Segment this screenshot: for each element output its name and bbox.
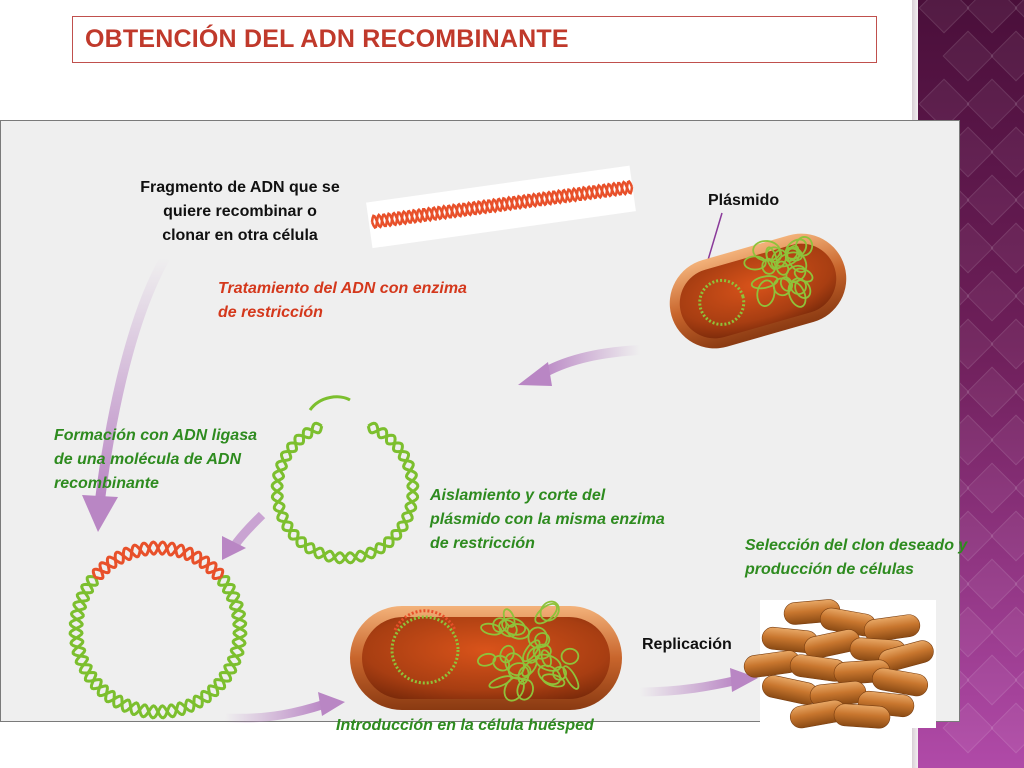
chromosome-loop [772,277,792,297]
chromosome-loop [532,643,552,660]
colony-cell [863,614,921,642]
label-replication: Replicación [642,636,732,653]
colony-cell [871,667,929,697]
title-box: OBTENCIÓN DEL ADN RECOMBINANTE [72,16,877,63]
host-bacterium [350,600,622,710]
dna-fragment-helix [366,165,636,249]
chromosome-loop [488,675,513,689]
recombinant-plasmid [68,540,248,720]
chromosome-loop [539,600,560,622]
cut-plasmid [270,395,420,565]
label-ligase: Formación con ADN ligasa de una molécula… [54,427,257,492]
label-fragment: Fragmento de ADN que se quiere recombina… [140,179,340,244]
label-selection: Selección del clon deseado y producción … [745,537,968,578]
arrow-cut-to-recombinant [222,511,266,560]
chromosome-loop [743,255,767,271]
chromosome-loop [552,666,567,681]
chromosome-loop [503,676,525,702]
chromosome-loop [477,652,497,667]
arrow-host-to-colonies [639,668,758,697]
chromosome-loop [750,275,779,290]
chromosome-loop [756,279,776,307]
chromosome-loop [562,665,580,690]
chromosome-loop [540,649,552,668]
slide-title: OBTENCIÓN DEL ADN RECOMBINANTE [85,25,569,53]
chromosome-loop [560,647,580,665]
chromosome-loop [522,639,541,663]
chromosome-loop [787,281,807,308]
chromosome-loop [541,673,566,688]
colony-cell [833,703,891,729]
label-introduction: Introducción en la célula huésped [336,717,594,734]
bacterium-with-plasmid [669,233,847,349]
chromosome-loop [492,617,508,633]
chromosome-loop [498,619,518,638]
label-isolation: Aislamiento y corte del plásmido con la … [430,487,665,552]
bacterial-colonies [743,599,934,729]
chromosome-loop [784,238,808,260]
chromosome-loop [770,249,788,270]
chromosome-loop [793,267,814,283]
chromosome-loop [492,654,510,672]
label-plasmid: Plásmido [708,192,780,209]
chromosome-loop [501,617,527,636]
chromosome-loop [521,659,538,677]
arrow-plasmid-to-isolation [518,345,641,386]
arrow-fragment-to-recombinant [82,255,170,532]
chromosome-loop [794,279,812,299]
chromosome-loop [506,623,530,640]
label-treatment: Tratamiento del ADN con enzima de restri… [218,280,467,321]
plasmid-pointer-line [707,212,723,261]
chromosome-loop [499,644,515,664]
arrow-recombinant-to-host [224,692,345,723]
chromosome-loop [534,632,551,648]
